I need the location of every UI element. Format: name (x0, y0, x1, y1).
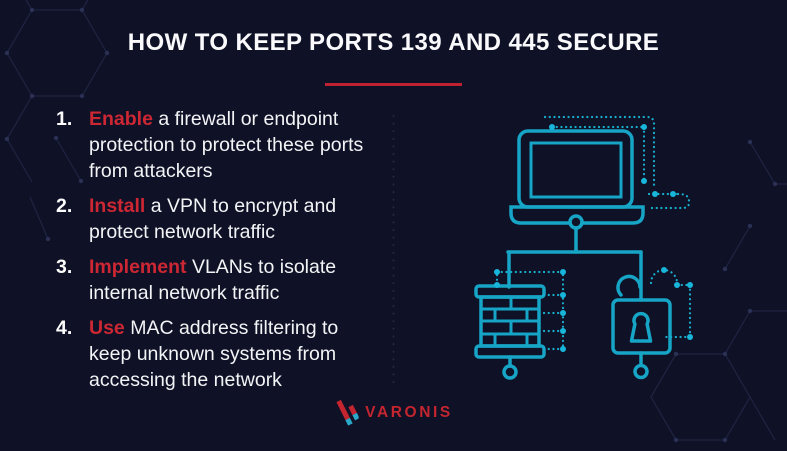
step-description: VLANs to isolate internal network traffi… (89, 256, 337, 304)
step-text: Enable a firewall or endpoint protection… (89, 106, 381, 184)
step-number: 3. (56, 256, 73, 278)
keyhole-icon (629, 311, 653, 343)
steps-list: 1. Enable a firewall or endpoint protect… (56, 106, 386, 402)
connection-lines (506, 226, 643, 302)
step-item-2: 2. Install a VPN to encrypt and protect … (56, 193, 386, 245)
step-description: MAC address filtering to keep unknown sy… (89, 317, 339, 391)
step-number: 1. (56, 108, 73, 130)
step-keyword: Enable (89, 108, 153, 130)
step-keyword: Use (89, 317, 125, 339)
step-keyword: Implement (89, 256, 187, 278)
hexagon-node-dots (4, 7, 778, 443)
step-item-4: 4. Use MAC address filtering to keep unk… (56, 315, 386, 393)
circuit-node-dots (494, 124, 693, 352)
step-number: 4. (56, 317, 73, 339)
varonis-logo: VARONIS (334, 399, 453, 426)
step-item-1: 1. Enable a firewall or endpoint protect… (56, 106, 386, 184)
title-underline (325, 83, 462, 86)
step-text: Implement VLANs to isolate internal netw… (89, 254, 381, 306)
laptop-icon (509, 129, 645, 230)
connector-node-icon (568, 214, 584, 230)
step-item-3: 3. Implement VLANs to isolate internal n… (56, 254, 386, 306)
step-text: Install a VPN to encrypt and protect net… (89, 193, 381, 245)
logo-mark-icon (335, 399, 359, 426)
step-description: a VPN to encrypt and protect network tra… (89, 195, 337, 243)
page-title: HOW TO KEEP PORTS 139 AND 445 SECURE (127, 29, 660, 56)
padlock-icon (611, 274, 672, 380)
step-number: 2. (56, 195, 73, 217)
shackle-icon (616, 274, 642, 297)
step-keyword: Install (89, 195, 146, 217)
step-description: a firewall or endpoint protection to pro… (89, 108, 364, 182)
logo-wordmark: VARONIS (365, 404, 453, 421)
step-text: Use MAC address filtering to keep unknow… (89, 315, 381, 393)
firewall-icon (474, 284, 546, 380)
